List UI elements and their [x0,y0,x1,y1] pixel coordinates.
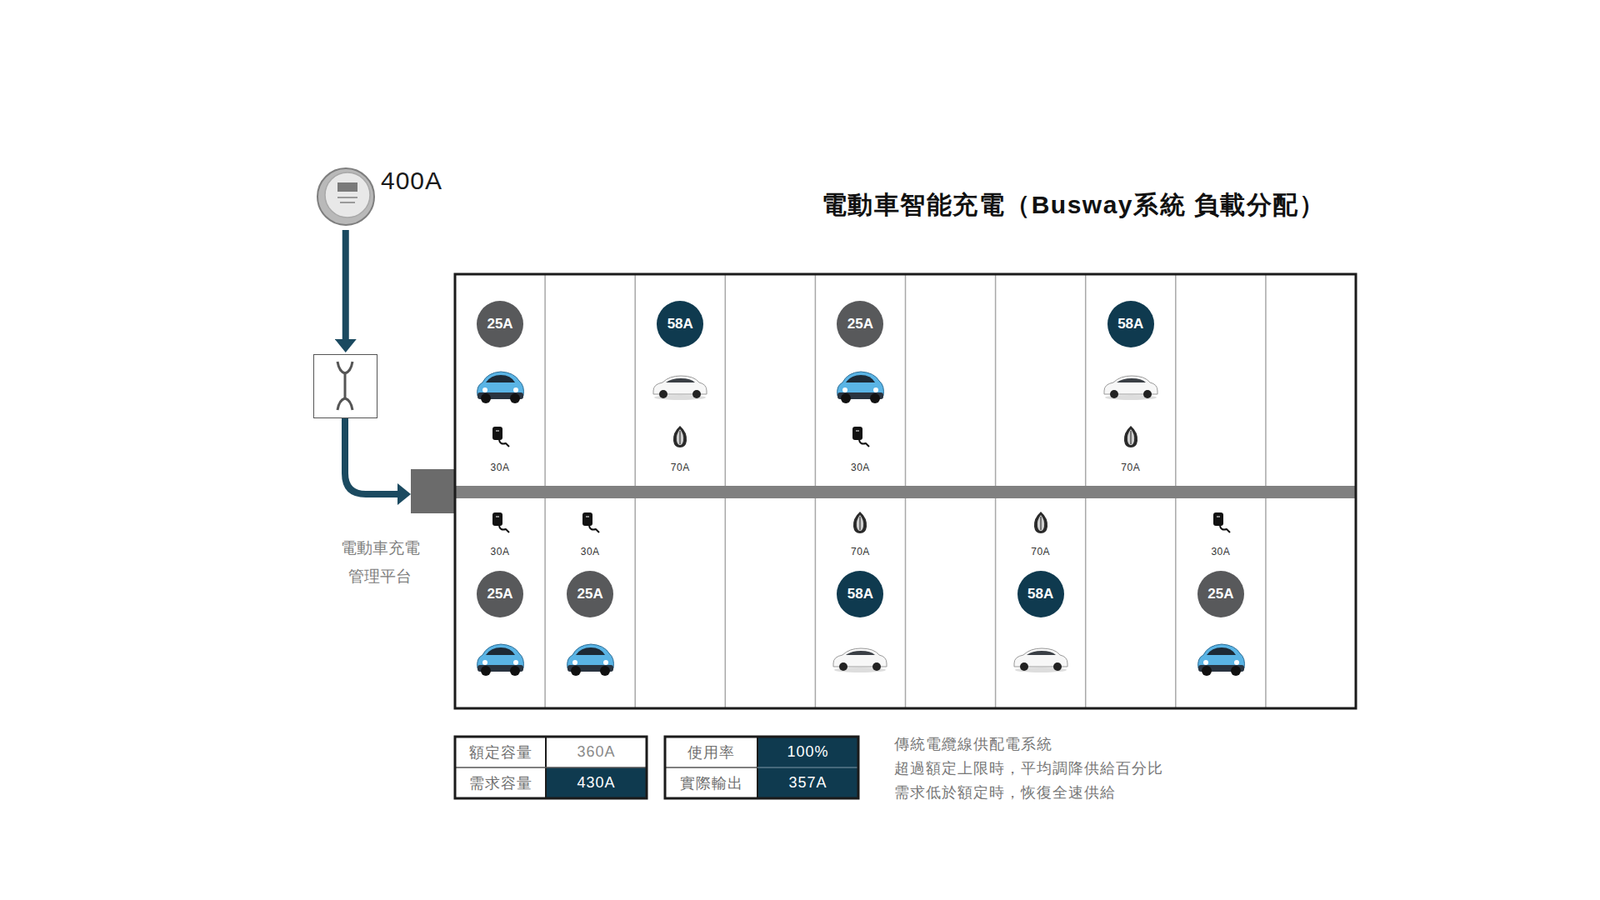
blue-car [1198,644,1245,676]
parking-outline [455,274,1356,709]
charger-rating: 30A [475,543,525,560]
meter-mark [340,201,355,204]
table-cell: 357A [757,767,859,799]
current-circle: 25A [836,300,884,348]
current-value: 25A [486,585,513,603]
current-value: 58A [1117,315,1144,333]
current-circle: 58A [656,300,704,348]
wrench-jaw [337,361,353,374]
blue-car [477,644,525,676]
charger-rating: 70A [1105,459,1156,476]
meter-node: 400A [314,165,378,229]
meter-face [325,172,370,218]
current-value: 25A [1207,585,1234,603]
current-value: 58A [667,315,694,333]
table-dark-cell [545,767,647,799]
charger-rating: 30A [565,543,615,560]
wrench-symbol [337,361,353,410]
white-car [1104,375,1158,400]
table-dark-cell [757,736,859,799]
charger-rating: 70A [1015,543,1066,560]
fast-charger [673,425,687,448]
meter-ring [317,168,375,225]
current-circle: 25A [1197,570,1245,618]
current-value: 25A [577,585,604,603]
white-car [833,648,887,673]
meter-display [337,182,358,192]
blue-car [477,371,525,404]
wrench-jaw [337,398,353,410]
charger-rating: 30A [475,459,525,476]
wall-charger [492,426,510,447]
note-line: 需求低於額定時，恢復全速供給 [894,781,1261,804]
current-circle: 58A [1017,570,1065,618]
flow-arrow [342,230,350,345]
fast-charger [1124,425,1138,448]
blue-car [567,644,615,676]
current-circle: 25A [476,570,524,618]
wall-charger [582,512,600,533]
current-circle: 58A [1107,300,1155,348]
white-car [653,375,707,400]
diagram-title: 電動車智能充電（Busway系統 負載分配） [733,188,1414,223]
wall-charger [492,512,510,533]
table-cell: 實際輸出 [665,767,758,799]
table-cell: 100% [757,736,859,768]
table-cell: 360A [545,736,647,768]
meter-mark [337,196,358,199]
current-circle: 25A [476,300,524,348]
charger-rating: 30A [835,459,885,476]
busway-feed-box [410,469,455,514]
white-car [1014,648,1068,673]
wrench-handle [344,373,347,399]
fast-charger [1034,511,1048,534]
feed-arrow [345,418,403,495]
charger-rating: 70A [655,459,705,476]
table-ground [455,736,647,799]
current-value: 58A [847,585,874,603]
note-line: 傳統電纜線供配電系統 [894,733,1261,755]
table-line [665,766,758,769]
table-cell: 使用率 [665,736,758,768]
platform-box: 電動車充電 管理平台 [313,354,378,419]
fast-charger [853,511,867,534]
table-cell: 430A [545,767,647,799]
table-cell: 額定容量 [455,736,546,768]
current-value: 25A [847,315,874,333]
table-outline [665,736,859,799]
note-line: 超過額定上限時，平均調降供給百分比 [894,757,1261,780]
table-outline [455,736,647,799]
meter-rating: 400A [380,166,443,195]
power-meter [317,168,375,225]
charger-rating: 70A [835,543,885,560]
table-cell: 需求容量 [455,767,546,799]
current-circle: 58A [836,570,884,618]
table-ground [665,736,859,799]
charger-rating: 30A [1195,543,1246,560]
platform-label: 電動車充電 管理平台 [338,534,422,591]
blue-car [837,371,885,404]
busway-bar [455,485,1356,499]
table-line [757,766,859,769]
wall-charger [1213,512,1230,533]
parking-ground [455,274,1356,709]
current-value: 58A [1027,585,1054,603]
table-line [455,766,647,769]
current-value: 25A [486,315,513,333]
current-circle: 25A [566,570,614,618]
wall-charger [852,426,870,447]
